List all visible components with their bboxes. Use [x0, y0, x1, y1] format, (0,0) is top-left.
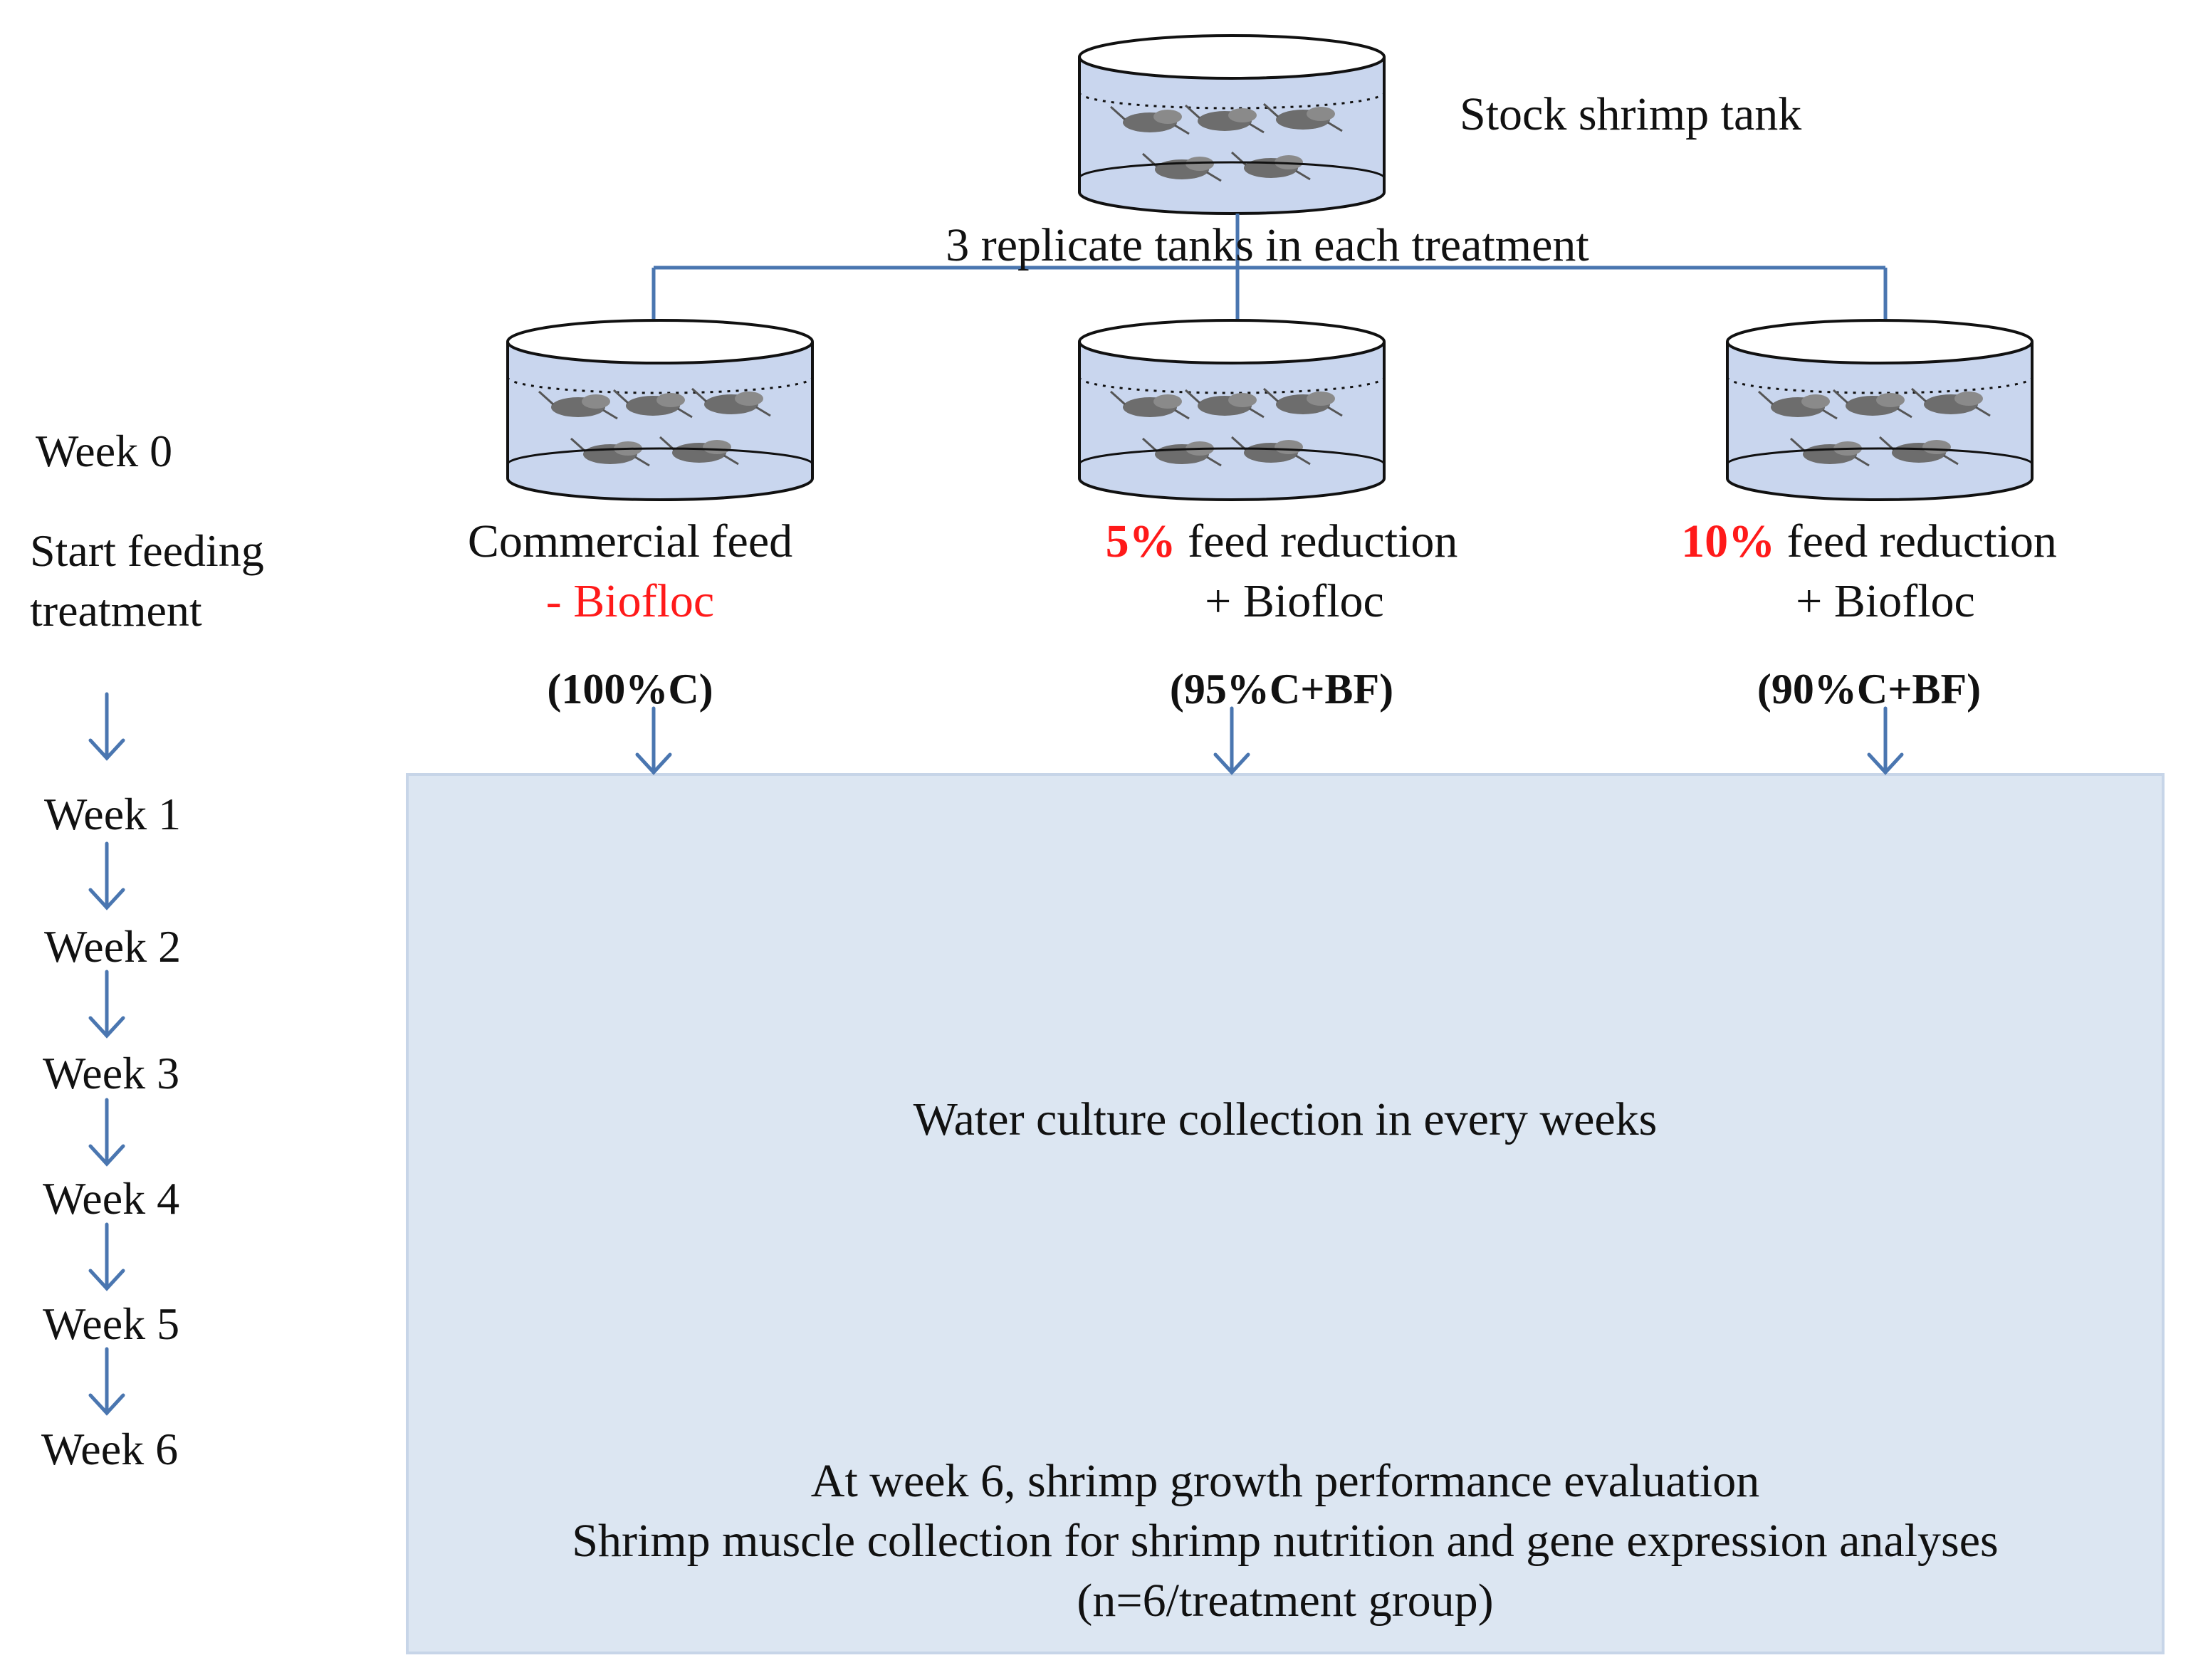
down-arrow-icon — [88, 841, 125, 910]
treatment-2-text: feed reduction — [1176, 515, 1458, 567]
muscle-collection-line: Shrimp muscle collection for shrimp nutr… — [572, 1515, 1999, 1567]
treatment-1-text: Commercial feed — [467, 515, 793, 567]
treatment-2-biofloc: + Biofloc — [1205, 575, 1384, 627]
treatment-1-name: Commercial feed — [468, 518, 792, 565]
sample-size-line: (n=6/treatment group) — [1077, 1575, 1494, 1627]
down-arrow-icon — [88, 970, 125, 1039]
replicate-note: 3 replicate tanks in each treatment — [946, 219, 1589, 271]
week-5-label: Week 5 — [43, 1298, 180, 1349]
water-collection-note: Water culture collection in every weeks — [913, 1093, 1658, 1145]
down-arrow-icon — [88, 1347, 125, 1416]
week-4-label: Week 4 — [43, 1173, 180, 1224]
timeline-arrows — [88, 692, 125, 1416]
down-arrow-icon — [1213, 706, 1250, 775]
down-arrow-icon — [635, 706, 672, 775]
start-feeding-label: Start feeding — [30, 525, 264, 576]
down-arrow-icon — [88, 1222, 125, 1291]
treatment-3-prefix: 10% — [1681, 515, 1776, 567]
down-arrow-icon — [1867, 706, 1904, 775]
final-evaluation-line: At week 6, shrimp growth performance eva… — [810, 1455, 1760, 1507]
down-arrow-icon — [88, 1098, 125, 1167]
down-arrow-icon — [88, 692, 125, 761]
week-1-label: Week 1 — [44, 789, 182, 839]
week-3-label: Week 3 — [43, 1048, 180, 1098]
treatment-3-biofloc: + Biofloc — [1796, 575, 1975, 627]
branch-connector — [651, 214, 1888, 319]
stock-tank — [1078, 34, 1386, 215]
treatment-2-prefix: 5% — [1105, 515, 1176, 567]
treatment-label: treatment — [30, 585, 202, 636]
treatment-3-text: feed reduction — [1775, 515, 2057, 567]
treatment-tank-1 — [506, 319, 814, 501]
treatment-2-code: (95%C+BF) — [1169, 666, 1394, 713]
treatment-1-biofloc: - Biofloc — [545, 575, 715, 627]
treatment-arrows — [635, 706, 1904, 775]
week-2-label: Week 2 — [44, 921, 182, 972]
treatment-1-code: (100%C) — [547, 666, 713, 713]
treatment-3-code: (90%C+BF) — [1757, 666, 1982, 713]
treatment-3-name: 10% feed reduction — [1681, 518, 2057, 565]
week-6-label: Week 6 — [41, 1424, 179, 1474]
week-0-label: Week 0 — [36, 426, 173, 476]
treatment-tank-2 — [1078, 319, 1386, 501]
collection-panel — [406, 773, 2165, 1654]
treatment-tank-3 — [1726, 319, 2034, 501]
stock-tank-label: Stock shrimp tank — [1460, 88, 1802, 140]
treatment-2-name: 5% feed reduction — [1106, 518, 1458, 565]
